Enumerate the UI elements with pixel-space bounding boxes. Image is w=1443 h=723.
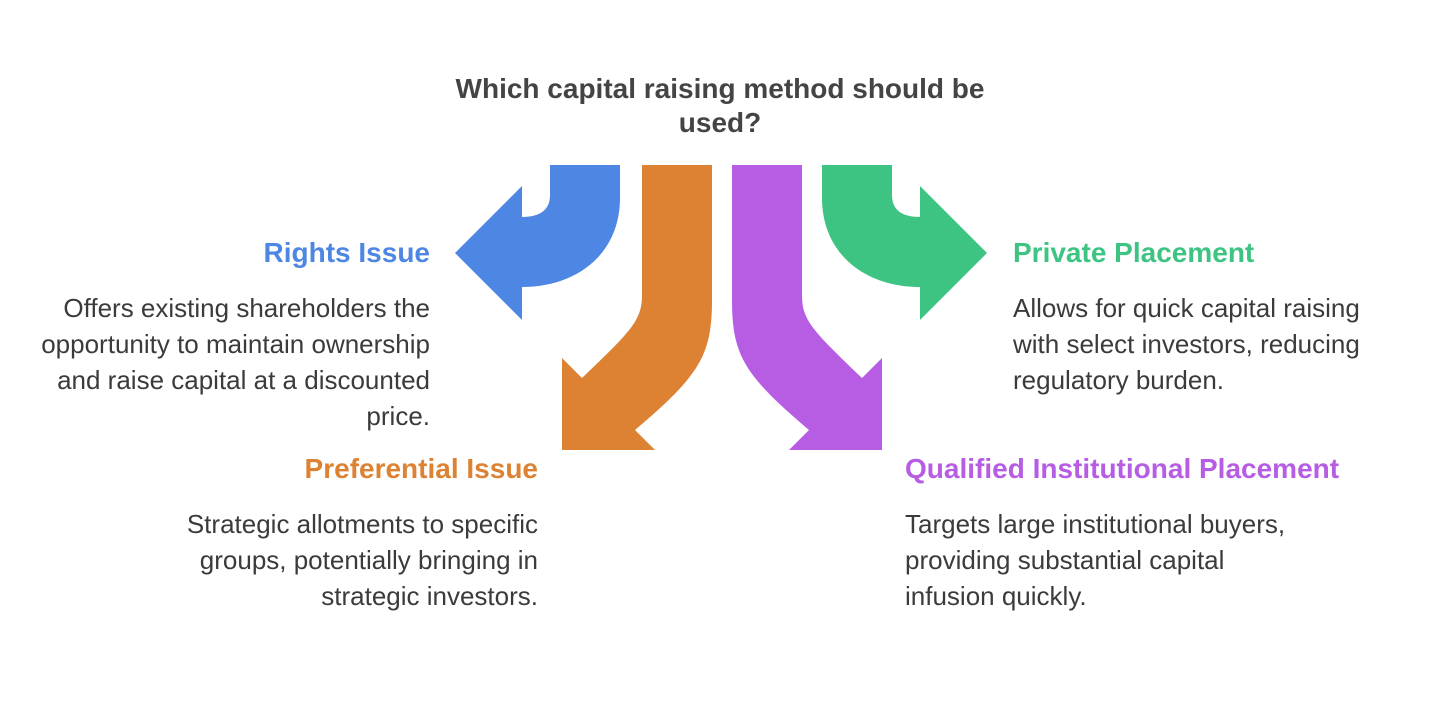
private-placement-arrow	[822, 165, 987, 320]
rights-issue-description: Offers existing shareholders the opportu…	[41, 293, 430, 431]
qip-heading: Qualified Institutional Placement	[905, 453, 1340, 484]
private-placement-heading: Private Placement	[1013, 237, 1255, 268]
rights-issue-arrow	[455, 165, 620, 320]
preferential-issue-heading: Preferential Issue	[304, 453, 538, 484]
qip-description: Targets large institutional buyers, prov…	[905, 509, 1286, 611]
private-placement-description: Allows for quick capital raising with se…	[1013, 293, 1360, 395]
diagram-title: Which capital raising method should be u…	[455, 73, 985, 138]
rights-issue-heading: Rights Issue	[263, 237, 430, 268]
preferential-issue-arrow	[562, 165, 712, 450]
qip-arrow	[732, 165, 882, 450]
preferential-issue-description: Strategic allotments to specific groups,…	[186, 509, 538, 611]
